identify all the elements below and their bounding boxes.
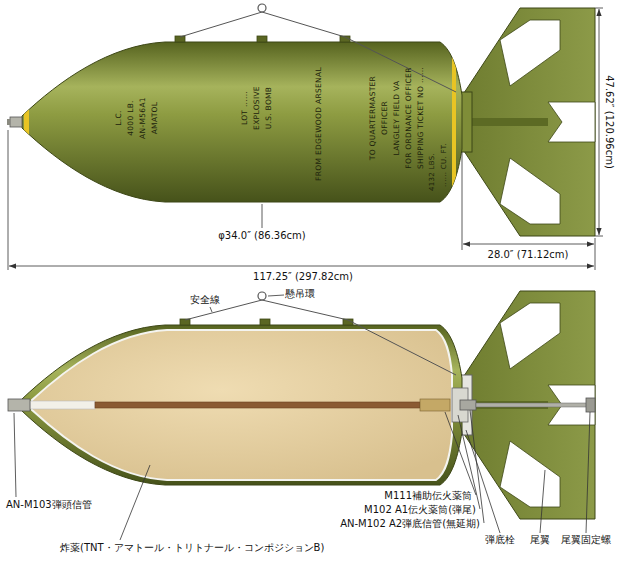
extension-line (595, 236, 603, 237)
leader-line (540, 470, 545, 533)
leader-line (466, 430, 500, 533)
fin-cutout (500, 158, 560, 224)
dimension-label: 117.25″ (297.82cm) (253, 271, 353, 283)
suspension-lug (260, 319, 270, 325)
leader-line (14, 413, 16, 497)
nose-fuze (7, 119, 10, 125)
dimension-label: 47.62″ (120.96cm) (603, 75, 615, 169)
extension-line (595, 238, 596, 270)
stencil-text: 4000 LB. (126, 100, 135, 136)
fuze-rod (476, 403, 588, 407)
nose-booster (30, 401, 95, 409)
nose-fuze (10, 117, 22, 127)
part-label: 弾底栓 (485, 534, 515, 546)
cutaway-view (8, 291, 595, 519)
tail-fin (462, 291, 595, 519)
extension-line (8, 130, 9, 270)
stencil-text: 4132 LBS. (428, 153, 436, 191)
arming-wire (180, 12, 345, 37)
leader-lines (14, 295, 590, 540)
stencil-text: ...... CU. FT. (440, 143, 448, 187)
fin-cutout (500, 20, 560, 86)
dimension-lines (8, 8, 603, 270)
dimension-line (9, 266, 594, 267)
fin-lock-nut (586, 398, 595, 412)
stencil-text: AN-M56A1 (138, 97, 147, 139)
part-label: 尾翼固定螺 (561, 534, 611, 546)
extension-line (595, 8, 603, 9)
stencil-text: TO QUARTERMASTER (368, 76, 377, 160)
stencil-text: EXPLOSIVE (252, 86, 261, 130)
leader-line (210, 307, 212, 312)
nose-fuze (8, 399, 30, 411)
dimension-line (463, 244, 594, 245)
auxiliary-booster (420, 399, 450, 411)
stencil-text: AMATOL (150, 102, 159, 135)
part-label: M111補助伝火薬筒 (384, 490, 472, 502)
fin-edge (470, 118, 548, 126)
part-label: 懸吊環 (285, 288, 315, 300)
hoist-ring (258, 4, 266, 12)
part-label: 安全線 (190, 294, 220, 306)
stencil-text: L.C. (114, 110, 123, 125)
stencil-text: FROM EDGEWOOD ARSENAL (314, 67, 323, 181)
stencil-text: LANGLEY FIELD VA (392, 81, 401, 156)
part-label: AN-M102 A2弾底信管(無延期) (340, 518, 480, 530)
dimension-label: φ34.0″ (86.36cm) (218, 230, 305, 242)
tail-fuze (460, 400, 476, 410)
exterior-view (7, 4, 595, 236)
part-label: 尾翼 (530, 534, 550, 546)
diameter-tick (262, 204, 263, 228)
arming-wire (348, 320, 456, 375)
stencil-text: SHIPPING TICKET NO ...... (416, 67, 425, 169)
suspension-lug (257, 36, 267, 42)
fin-cutout (500, 303, 560, 369)
dimension-line (599, 9, 600, 235)
stencil-text: FOR ORDNANCE OFFICER (404, 67, 413, 168)
stencil-text: LOT ...... (240, 91, 249, 125)
tail-fin (462, 8, 595, 236)
bomb-body (22, 42, 462, 202)
part-label: AN-M103弾頭信管 (6, 499, 92, 511)
explosive-fill (32, 330, 452, 480)
dimension-label: 28.0″ (71.12cm) (488, 249, 569, 261)
yellow-band (452, 40, 456, 210)
stencil-text: U.S. BOMB (264, 87, 273, 130)
arming-wire (345, 37, 456, 92)
bomb-shell (22, 325, 462, 485)
booster-tube (95, 402, 420, 408)
leader-line (268, 295, 284, 296)
yellow-band (24, 40, 29, 210)
fin-cutout (500, 441, 560, 507)
leader-line (586, 412, 590, 533)
part-label: M102 A1伝火薬筒(弾尾) (364, 504, 476, 516)
extension-line (462, 152, 463, 250)
part-label: 炸薬(TNT・アマトール・トリトナール・コンポジションB) (60, 542, 324, 554)
stencil-text: OFFICER (380, 101, 389, 135)
fin-cutout (548, 102, 595, 142)
leader-line (120, 465, 150, 540)
hoist-ring (258, 292, 266, 300)
